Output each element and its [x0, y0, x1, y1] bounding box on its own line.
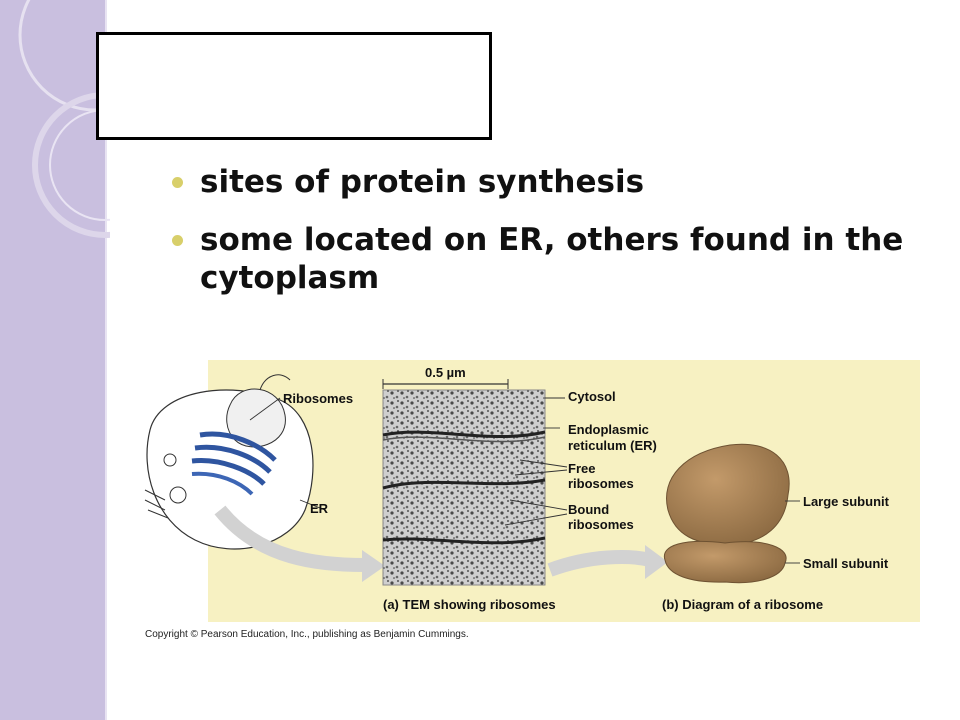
label-cytosol: Cytosol [568, 389, 616, 404]
copyright-text: Copyright © Pearson Education, Inc., pub… [145, 629, 469, 640]
bullet-list: sites of protein synthesis some located … [170, 163, 940, 317]
cell-diagram [144, 374, 314, 550]
label-small-subunit: Small subunit [803, 556, 889, 571]
tem-micrograph [382, 389, 546, 586]
label-free-line1: Free [568, 461, 595, 476]
ribosome-diagram [663, 443, 790, 584]
label-bound-line2: ribosomes [568, 517, 634, 532]
decorative-circles [18, 0, 110, 238]
bullet-text: sites of protein synthesis [200, 164, 645, 200]
label-er: ER [310, 501, 329, 516]
bullet-text: some located on ER, others found in the … [200, 222, 904, 296]
figure-panel [208, 360, 920, 622]
title-placeholder [96, 32, 492, 140]
bullet-icon [172, 235, 183, 246]
label-er-line2: reticulum (ER) [568, 438, 657, 453]
label-free-line2: ribosomes [568, 476, 634, 491]
label-large-subunit: Large subunit [803, 494, 890, 509]
caption-a: (a) TEM showing ribosomes [383, 597, 556, 612]
caption-b: (b) Diagram of a ribosome [662, 597, 823, 612]
label-ribosomes: Ribosomes [283, 391, 353, 406]
ribosome-figure: 0.5 µm Ribosomes ER Cytosol Endoplasmic … [140, 360, 920, 622]
sidebar-edge [105, 0, 107, 720]
figure-illustration: 0.5 µm Ribosomes ER Cytosol Endoplasmic … [144, 365, 890, 612]
bullet-icon [172, 177, 183, 188]
label-er-line1: Endoplasmic [568, 422, 649, 437]
scale-label: 0.5 µm [425, 365, 466, 380]
bullet-item: some located on ER, others found in the … [170, 221, 940, 297]
bullet-item: sites of protein synthesis [170, 163, 940, 201]
label-bound-line1: Bound [568, 502, 609, 517]
